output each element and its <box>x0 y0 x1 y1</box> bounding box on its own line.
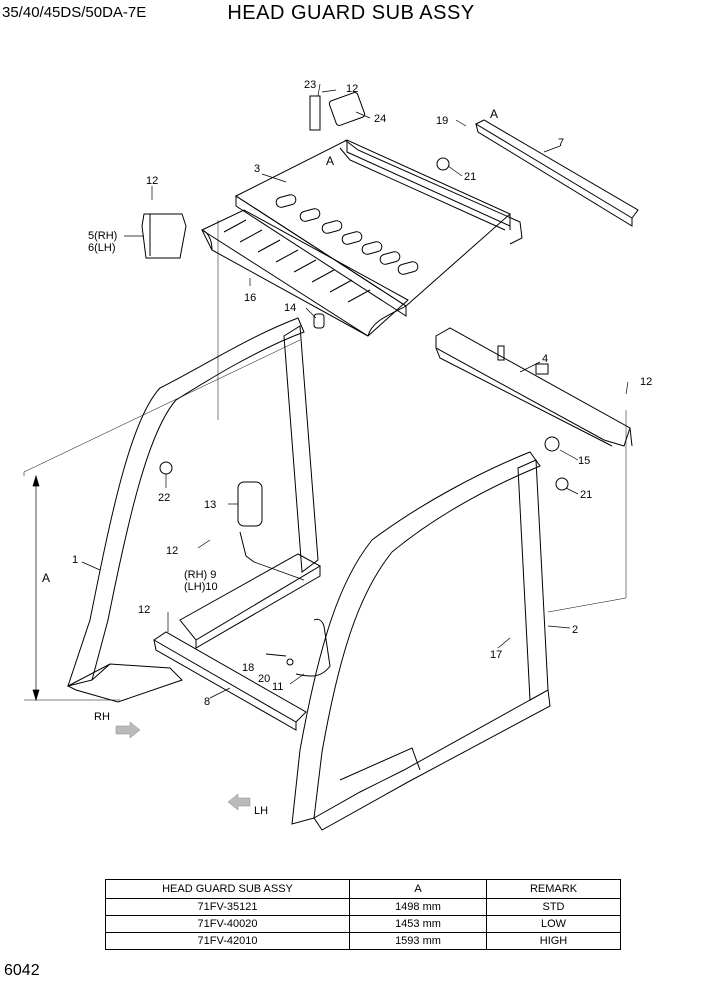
table-row: 71FV-35121 1498 mm STD <box>105 898 621 916</box>
callout-12-right: 12 <box>640 376 652 388</box>
cell-remark: HIGH <box>486 932 621 950</box>
mirror-13 <box>237 481 263 563</box>
callout-23: 23 <box>304 79 316 91</box>
callout-8: 8 <box>204 696 210 708</box>
cell-remark: LOW <box>486 915 621 933</box>
callout-10: (LH)10 <box>184 581 218 593</box>
callout-12-low: 12 <box>138 604 150 616</box>
right-post-frame <box>291 451 551 831</box>
callout-22: 22 <box>158 492 170 504</box>
callout-1: 1 <box>72 554 78 566</box>
callout-20: 20 <box>258 673 270 685</box>
cell-part: 71FV-40020 <box>105 915 350 933</box>
header-a: A <box>349 879 487 899</box>
callout-14: 14 <box>284 302 296 314</box>
header-assy: HEAD GUARD SUB ASSY <box>105 879 350 899</box>
cell-part: 71FV-35121 <box>105 898 350 916</box>
cell-length: 1498 mm <box>349 898 487 916</box>
table-row: 71FV-40020 1453 mm LOW <box>105 915 621 933</box>
hinge-23 <box>309 95 321 131</box>
lh-label: LH <box>254 805 268 817</box>
page-title: HEAD GUARD SUB ASSY <box>227 2 475 24</box>
model-code: 35/40/45DS/50DA-7E <box>2 4 147 21</box>
table-header-row: HEAD GUARD SUB ASSY A REMARK <box>105 879 621 899</box>
grommet-21-top <box>436 157 450 171</box>
callout-3: 3 <box>254 163 260 175</box>
header-remark: REMARK <box>486 879 621 899</box>
callout-7: 7 <box>558 137 564 149</box>
lh-arrow <box>227 793 251 811</box>
cross-member <box>153 553 322 731</box>
alignment-lines <box>23 220 627 701</box>
callout-18: 18 <box>242 662 254 674</box>
plate-24 <box>328 91 366 127</box>
callout-6: 6(LH) <box>88 242 116 254</box>
callout-21-right: 21 <box>580 489 592 501</box>
spec-table: HEAD GUARD SUB ASSY A REMARK 71FV-35121 … <box>105 879 621 950</box>
bolt-20 <box>286 658 294 666</box>
callout-19: 19 <box>436 115 448 127</box>
grommet-15 <box>544 436 560 452</box>
callout-12-mid: 12 <box>166 545 178 557</box>
cell-length: 1593 mm <box>349 932 487 950</box>
grommet-22 <box>159 461 173 475</box>
left-post-frame <box>66 317 319 703</box>
leader-lines <box>81 83 629 699</box>
long-bar <box>474 119 639 227</box>
cell-length: 1453 mm <box>349 915 487 933</box>
callout-9: (RH) 9 <box>184 569 216 581</box>
front-rail <box>435 327 633 447</box>
callout-16: 16 <box>244 292 256 304</box>
cell-remark: STD <box>486 898 621 916</box>
roof-panel <box>200 139 523 337</box>
grommet-21-right <box>555 477 569 491</box>
callout-4: 4 <box>542 353 548 365</box>
dimension-a <box>32 474 40 702</box>
rh-arrow <box>115 721 141 739</box>
callout-17: 17 <box>490 649 502 661</box>
callout-2: 2 <box>572 624 578 636</box>
callout-12-top: 12 <box>346 83 358 95</box>
page-number: 6042 <box>4 962 40 979</box>
callout-11: 11 <box>272 681 283 693</box>
dimension-a-label: A <box>42 571 50 585</box>
callout-13: 13 <box>204 499 216 511</box>
callout-5: 5(RH) <box>88 230 117 242</box>
rh-label: RH <box>94 711 110 723</box>
callout-12-left: 12 <box>146 175 158 187</box>
handle-11 <box>295 618 331 677</box>
callout-21-top: 21 <box>464 171 476 183</box>
exploded-parts-diagram: 1 2 3 4 5(RH) 6(LH) 7 8 (RH) 9 (LH)10 11… <box>23 79 652 831</box>
cell-part: 71FV-42010 <box>105 932 350 950</box>
table-row: 71FV-42010 1593 mm HIGH <box>105 932 621 950</box>
clip-14 <box>313 313 325 329</box>
callout-24: 24 <box>374 113 386 125</box>
bracket-5-6 <box>141 213 187 259</box>
ref-a-bar: A <box>490 107 498 121</box>
bolt-18 <box>265 653 287 657</box>
ref-a-roof: A <box>326 154 334 168</box>
callout-15: 15 <box>578 455 590 467</box>
